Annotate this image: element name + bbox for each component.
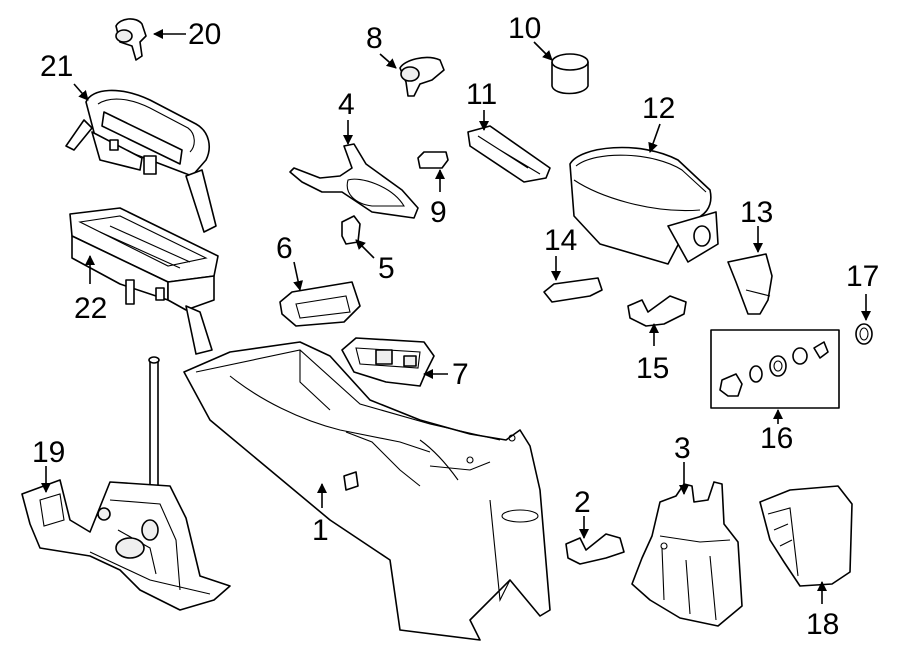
part-1-console[interactable] — [183, 341, 551, 641]
part-22-tray[interactable] — [69, 207, 219, 355]
part-18-cover[interactable] — [759, 485, 853, 587]
callout-18: 18 — [806, 608, 839, 641]
callout-labels: 20 21 22 8 10 4 9 11 12 13 14 15 17 16 6… — [32, 12, 879, 641]
part-11-strip[interactable] — [467, 125, 551, 183]
callout-21: 21 — [40, 50, 73, 83]
part-8-knob[interactable] — [399, 56, 445, 97]
callout-6: 6 — [276, 232, 293, 265]
callout-9: 9 — [430, 196, 447, 229]
callout-17: 17 — [846, 260, 879, 293]
callout-14: 14 — [544, 224, 577, 257]
callout-8: 8 — [366, 22, 383, 55]
part-6-cup-insert[interactable] — [279, 281, 361, 327]
callout-11: 11 — [466, 78, 497, 111]
part-17-ring[interactable] — [855, 323, 873, 345]
callout-19: 19 — [32, 436, 65, 469]
part-13-hinge[interactable] — [727, 253, 773, 315]
part-3-support[interactable] — [631, 481, 743, 627]
part-20-shift-knob[interactable] — [115, 18, 147, 61]
callout-16: 16 — [760, 422, 793, 455]
callout-10: 10 — [508, 12, 541, 45]
part-21-shifter-bezel[interactable] — [65, 89, 217, 233]
callout-12: 12 — [642, 92, 675, 125]
callout-4: 4 — [338, 88, 355, 121]
callout-20: 20 — [188, 18, 221, 51]
callout-3: 3 — [674, 432, 691, 465]
part-10-cap[interactable] — [551, 53, 589, 95]
callout-13: 13 — [740, 196, 773, 229]
part-5-clip[interactable] — [341, 215, 361, 245]
part-7-storage-bin[interactable] — [341, 337, 435, 387]
callout-7: 7 — [452, 358, 469, 391]
callout-5: 5 — [378, 252, 395, 285]
callout-2: 2 — [574, 486, 591, 519]
part-19-shifter-assembly[interactable] — [21, 356, 231, 611]
part-16-hardware-kit[interactable] — [710, 329, 840, 409]
callout-1: 1 — [312, 514, 329, 547]
part-14-small-bracket[interactable] — [543, 277, 603, 303]
part-2-bracket[interactable] — [565, 533, 625, 565]
callout-15: 15 — [636, 352, 669, 385]
callout-22: 22 — [74, 292, 107, 325]
part-12-armrest[interactable] — [569, 146, 719, 265]
part-15-u-bracket[interactable] — [627, 295, 687, 327]
part-4-bracket[interactable] — [289, 143, 419, 219]
callout-arrows — [41, 29, 871, 604]
part-9-pad[interactable] — [417, 151, 449, 169]
